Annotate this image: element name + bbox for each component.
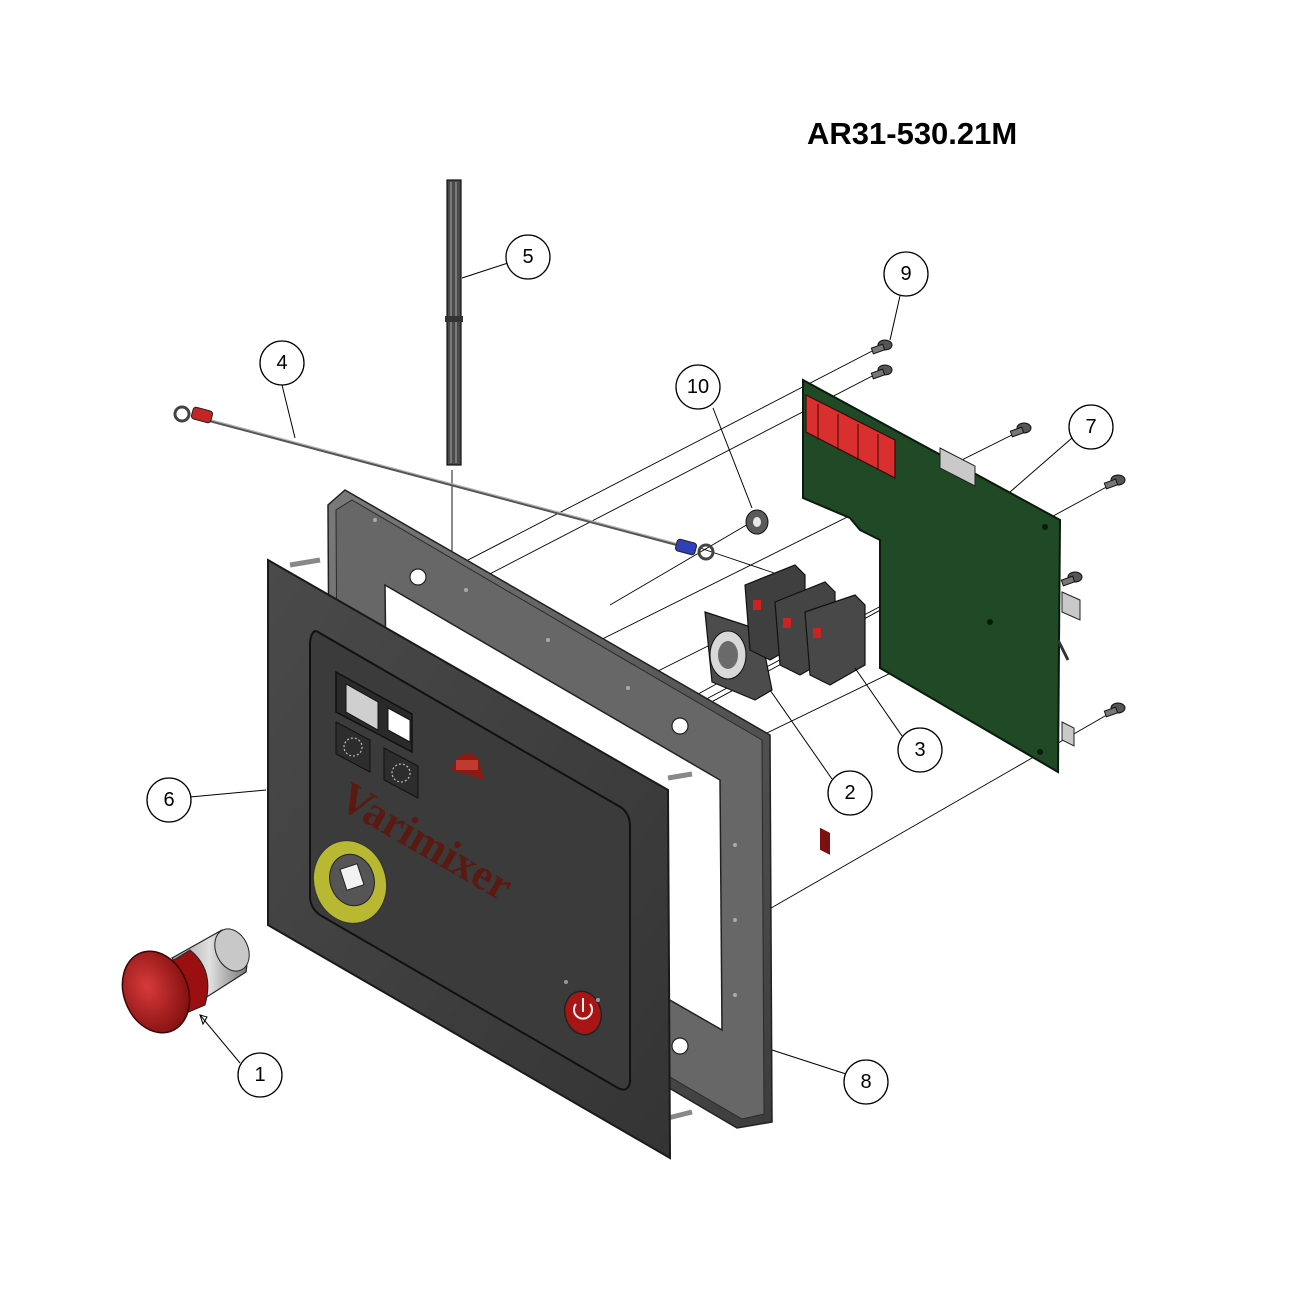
faceplate-overlay: Varimixer: [267, 557, 693, 1160]
callout-1: 1: [237, 1052, 283, 1098]
callout-number: 4: [276, 352, 287, 374]
callout-number: 6: [163, 789, 174, 811]
edge-strip: [445, 179, 463, 466]
contact-blocks: [744, 564, 866, 686]
callout-7: 7: [1068, 404, 1114, 450]
ground-wire: [173, 405, 715, 561]
callout-10: 10: [675, 364, 721, 410]
callout-4: 4: [259, 340, 305, 386]
keypad-icon: [335, 721, 419, 799]
led-display: [805, 394, 896, 855]
screw-icon: [870, 364, 893, 380]
part-number-title: AR31-530.21M: [807, 116, 1017, 151]
callout-number: 2: [844, 782, 855, 804]
emergency-stop-button: [121, 928, 250, 1034]
washer: [745, 509, 769, 535]
callout-2: 2: [827, 770, 873, 816]
callout-9: 9: [883, 251, 929, 297]
callout-number: 5: [522, 246, 533, 268]
callout-8: 8: [843, 1059, 889, 1105]
screw-icon: [870, 339, 893, 355]
screws: [870, 339, 1126, 718]
callout-6: 6: [146, 777, 192, 823]
callout-number: 1: [254, 1064, 265, 1086]
callout-number: 8: [860, 1071, 871, 1093]
power-button-icon: [563, 980, 603, 1036]
screw-icon: [1060, 571, 1083, 587]
leader-lines: [189, 262, 1073, 1075]
circuit-board: [802, 378, 1081, 855]
screw-icon: [1103, 702, 1126, 718]
screw-icon: [1103, 474, 1126, 490]
brand-logo-icon: [452, 753, 484, 780]
callout-number: 3: [914, 739, 925, 761]
callout-3: 3: [897, 727, 943, 773]
callout-number: 9: [900, 263, 911, 285]
callout-number: 7: [1085, 416, 1096, 438]
estop-mounting-ring: [312, 839, 388, 925]
callout-number: 10: [687, 376, 709, 398]
callout-5: 5: [505, 234, 551, 280]
screw-icon: [1009, 422, 1032, 438]
